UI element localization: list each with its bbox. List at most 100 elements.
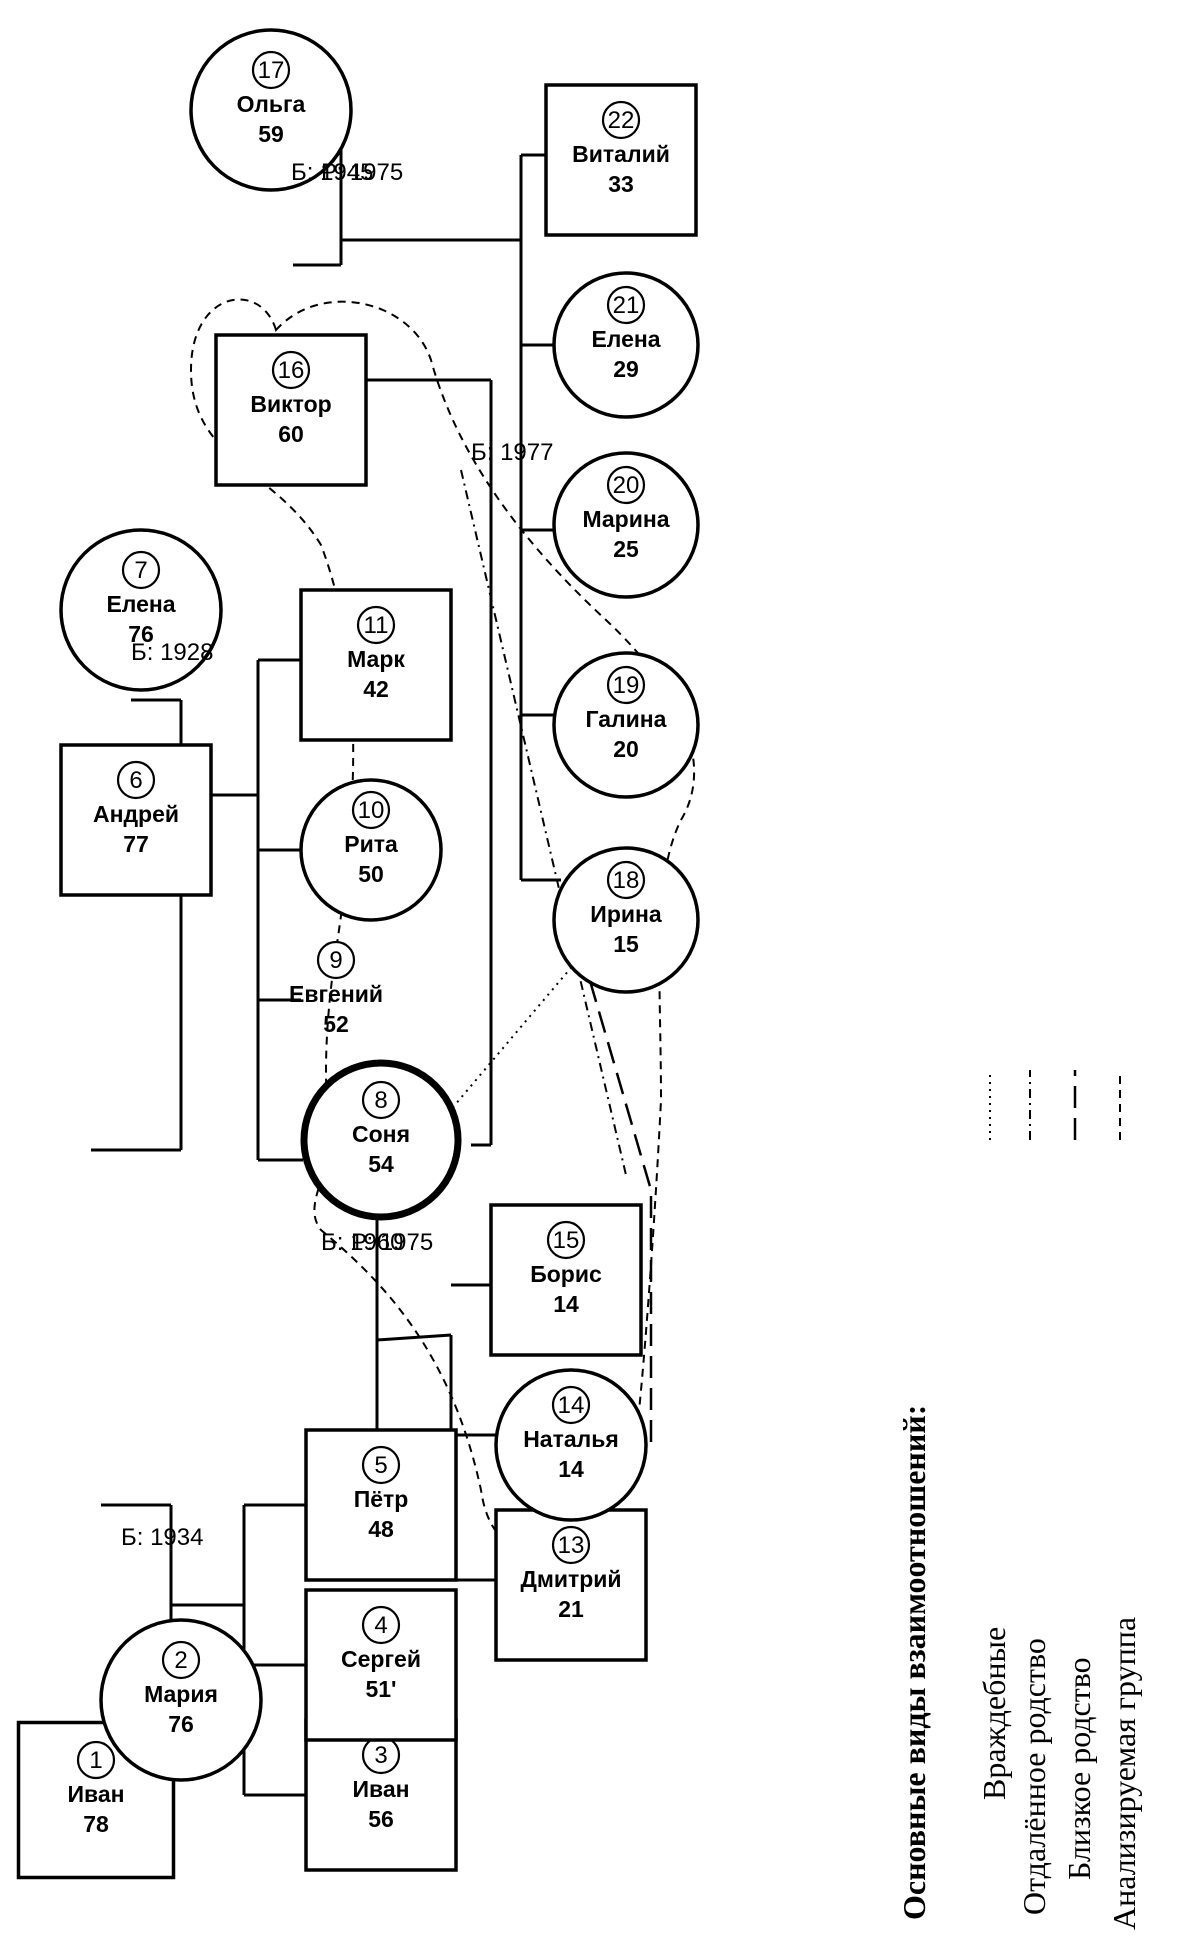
svg-text:14: 14 [558,1392,585,1419]
svg-text:11: 11 [364,612,389,639]
legend-title: Основные виды взаимоотношений: [896,1405,932,1920]
person-age: 52 [323,1011,349,1037]
female-circle [494,1368,648,1522]
male-square [214,333,368,487]
person-name: Соня [352,1121,410,1147]
svg-text:16: 16 [278,357,305,384]
person-age: 29 [613,356,639,382]
marriage-married-label: Б: 1977 [471,439,553,466]
svg-text:1: 1 [89,1747,102,1774]
person-number: 18 [606,860,646,900]
person-number: 10 [351,790,391,830]
person-age: 59 [258,121,284,147]
person-age: 14 [558,1456,584,1482]
marriage-divorced-label: Р: 1975 [351,1229,433,1256]
legend: Основные виды взаимоотношений: Враждебны… [896,1070,1142,1930]
person-number: 5 [361,1445,401,1485]
person-number: 22 [601,100,641,140]
person-name: Борис [530,1261,602,1287]
svg-text:9: 9 [329,947,342,974]
person-age: 51' [365,1676,396,1702]
person-number: 19 [606,665,646,705]
person-age: 48 [368,1516,394,1542]
person-age: 25 [613,536,639,562]
person-age: 78 [83,1811,109,1837]
person-number: 6 [116,760,156,800]
svg-text:8: 8 [374,1087,387,1114]
person-name: Рита [344,831,398,857]
svg-text:13: 13 [558,1532,585,1559]
female-circle [99,1618,263,1782]
persons: 1Иван782Мария763Иван564Сергей51'5Пётр486… [16,28,700,1880]
person-number: 7 [121,550,161,590]
person-age: 60 [278,421,304,447]
person-name: Мария [144,1681,218,1707]
svg-text:15: 15 [553,1227,580,1254]
person-name: Ирина [590,901,662,927]
female-circle [552,846,700,994]
person-name: Марк [347,646,405,672]
person-name: Иван [67,1781,124,1807]
male-square [544,83,698,237]
close-line [579,949,653,1445]
distant-line [460,469,627,1176]
male-square [304,1588,458,1742]
female-circle [189,28,353,192]
person-age: 33 [608,171,634,197]
person-number: 1 [76,1740,116,1780]
male-square [489,1203,643,1357]
person-age: 14 [553,1291,579,1317]
person-name: Елена [106,591,175,617]
svg-text:19: 19 [613,672,640,699]
svg-text:3: 3 [374,1742,387,1769]
female-circle [300,1059,462,1221]
svg-text:6: 6 [129,767,142,794]
person-number: 4 [361,1605,401,1645]
svg-text:7: 7 [134,557,147,584]
person-number: 15 [546,1220,586,1260]
person-name: Елена [591,326,660,352]
female-circle [552,651,700,799]
male-square [299,588,453,742]
person-age: 77 [123,831,149,857]
female-circle [552,271,700,419]
person-name: Пётр [354,1486,409,1512]
male-square [304,1428,458,1582]
person-name: Евгений [289,981,383,1007]
person-number: 20 [606,465,646,505]
person-name: Дмитрий [520,1566,621,1592]
person-age: 56 [368,1806,394,1832]
person-number: 8 [361,1080,401,1120]
person-number: 17 [251,50,291,90]
person-number: 3 [361,1735,401,1775]
male-square [59,743,213,897]
person-number: 21 [606,285,646,325]
person-number: 11 [356,605,396,645]
svg-text:2: 2 [174,1647,187,1674]
svg-text:18: 18 [613,867,640,894]
person-name: Наталья [523,1426,619,1452]
person-age: 15 [613,931,639,957]
person-number: 2 [161,1640,201,1680]
person-age: 76 [128,621,154,647]
legend-label-hostile: Враждебные [976,1627,1012,1800]
marriage-married-label: Б: 1945 [291,159,373,186]
person-number: 14 [551,1385,591,1425]
person-age: 76 [168,1711,194,1737]
svg-text:17: 17 [258,57,285,84]
person-age: 21 [558,1596,584,1622]
